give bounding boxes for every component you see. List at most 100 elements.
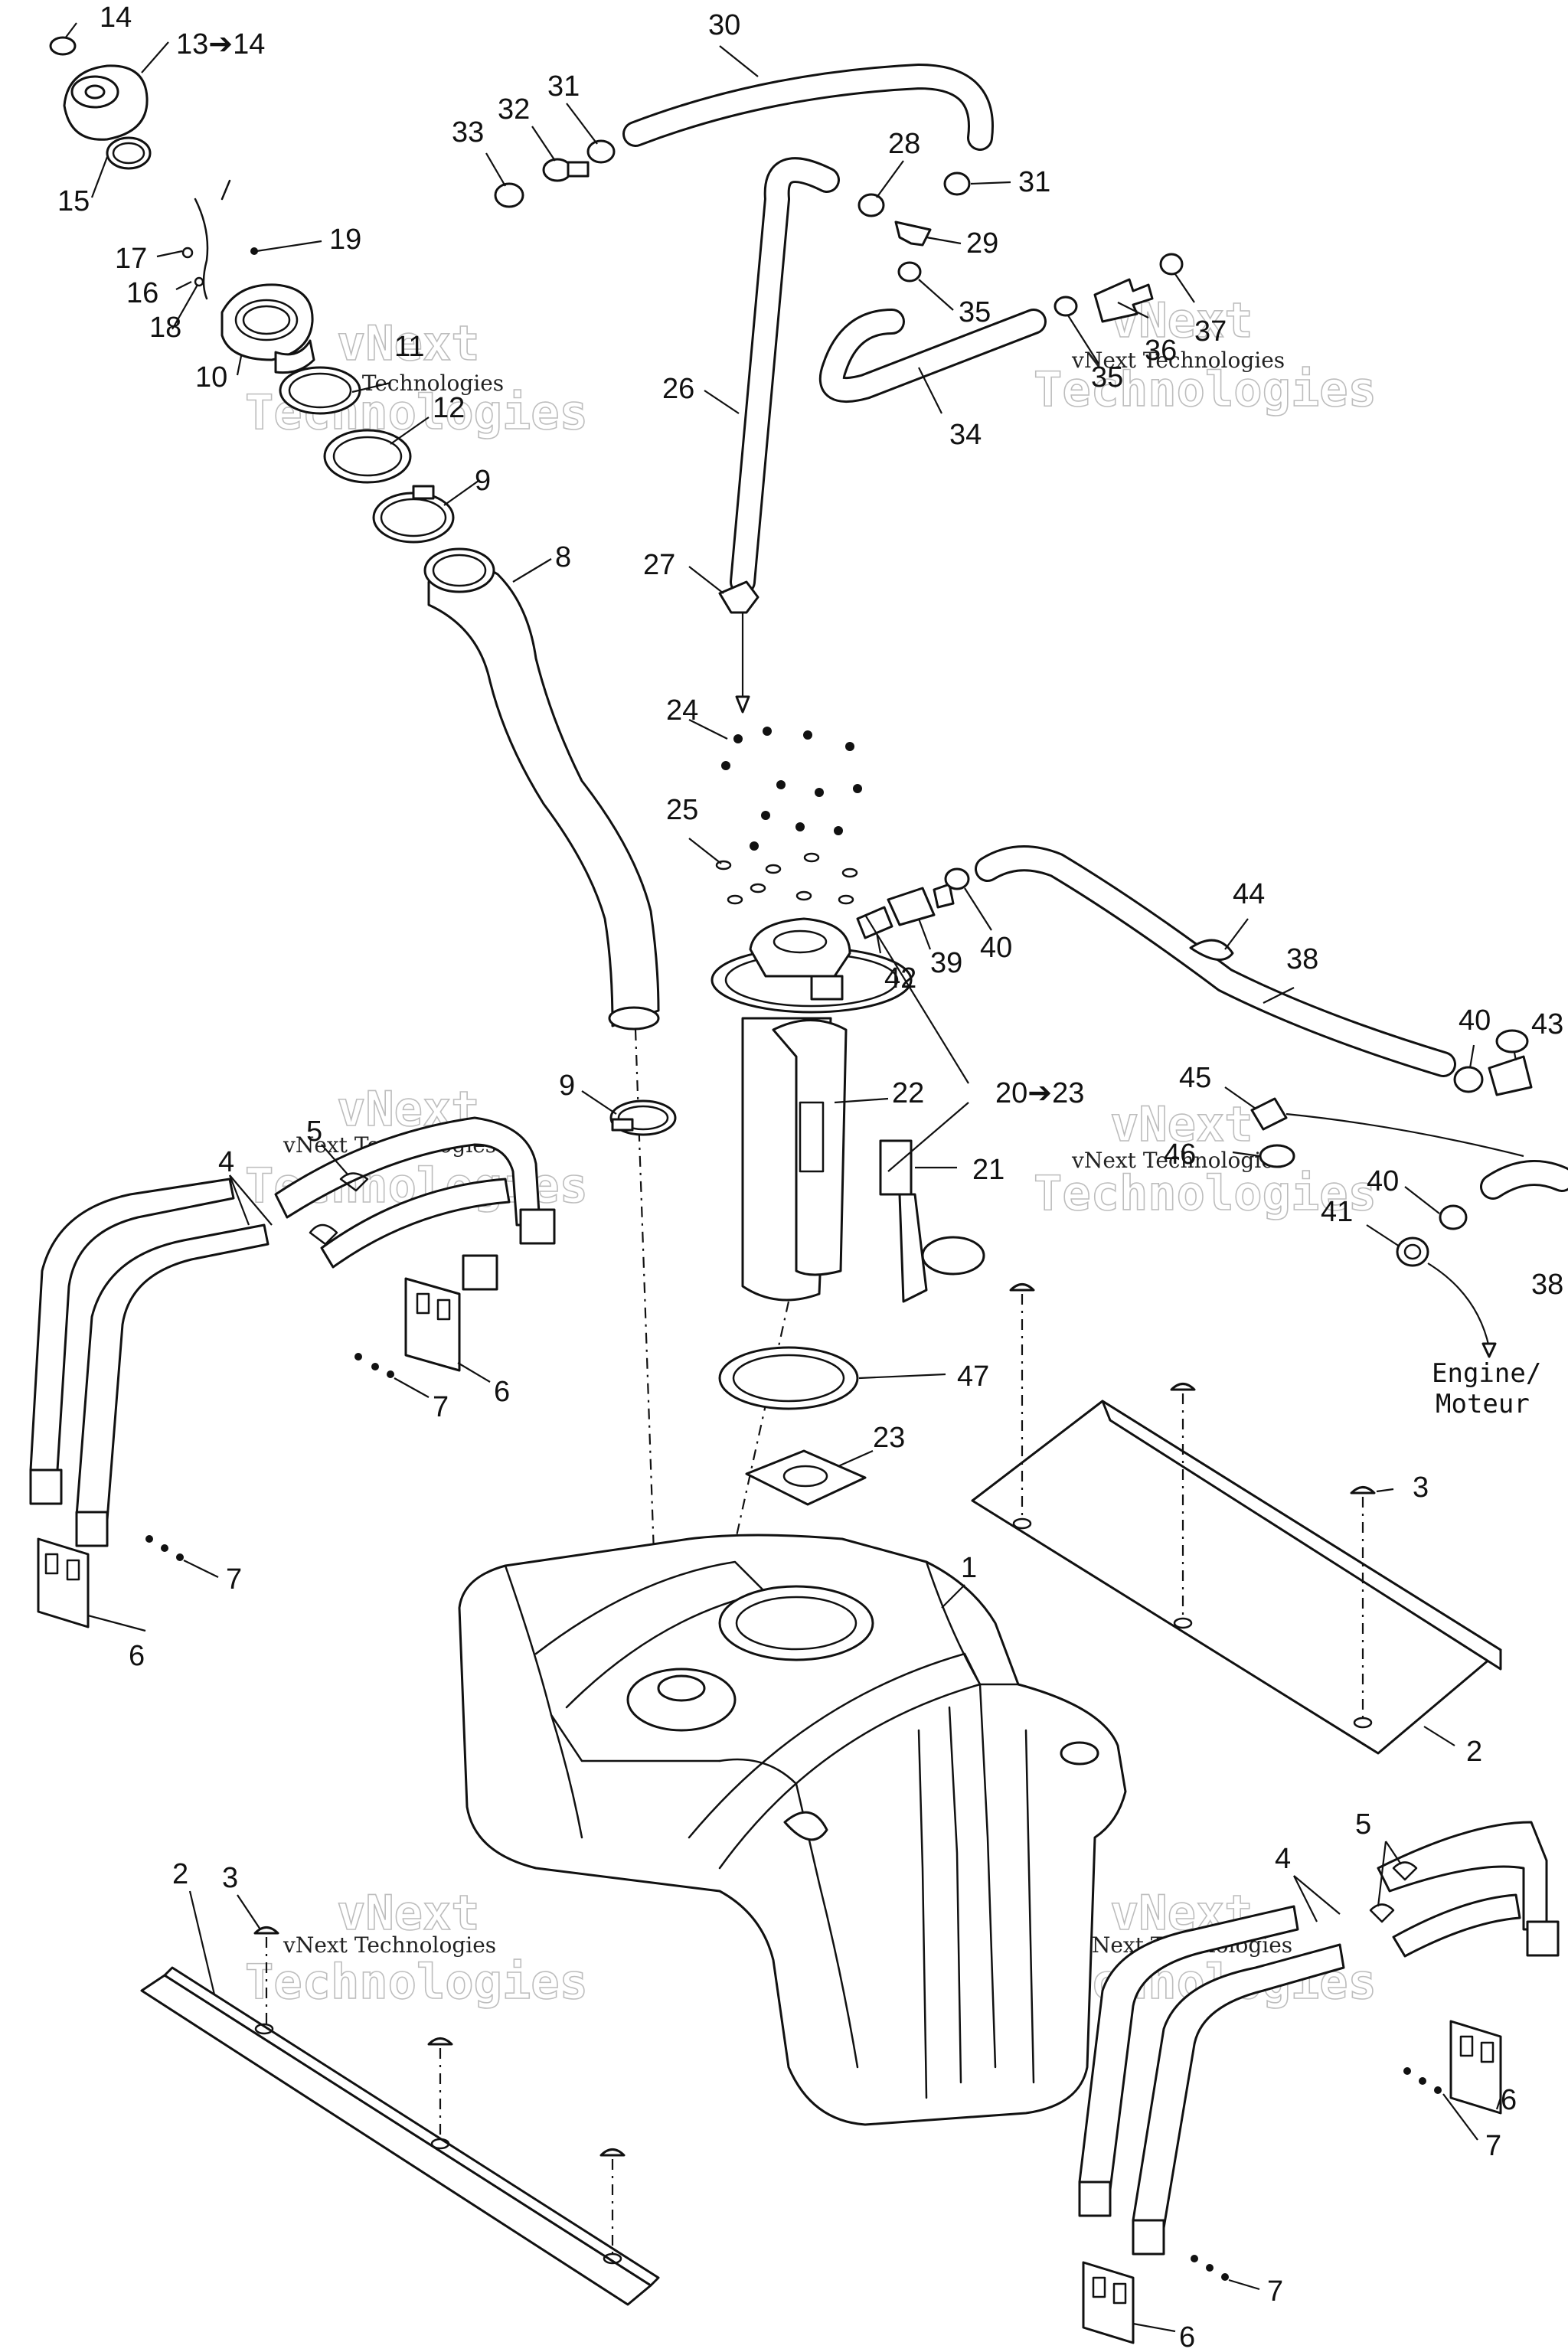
strap-end-tab: [1078, 2180, 1112, 2217]
engine-note-line2: Moteur: [1436, 1389, 1530, 1419]
callout-2-right: 2: [1466, 1736, 1482, 1768]
nut: [795, 822, 805, 831]
bracket-6-right-upper: [1449, 2020, 1502, 2115]
callout-21: 21: [972, 1154, 1004, 1186]
fuel-pump-module: [710, 727, 985, 1578]
bolt-7: [145, 1535, 153, 1543]
fitting-31-left: [586, 139, 616, 164]
engine-note-line1: Engine/: [1432, 1358, 1541, 1389]
shield-hole: [1173, 1617, 1193, 1629]
callout-34: 34: [949, 419, 982, 451]
ring-12-inner: [332, 436, 403, 477]
strap-end-tab: [1526, 1920, 1560, 1957]
leader: [918, 279, 954, 311]
leader: [1513, 1052, 1517, 1061]
push-pin-3: [1170, 1383, 1196, 1391]
nut: [721, 761, 730, 770]
leader: [864, 914, 969, 1084]
washer: [765, 864, 782, 874]
tank-pump-opening: [718, 1585, 874, 1661]
watermark-text: vNext Technologies: [1071, 348, 1285, 373]
callout-25: 25: [666, 794, 698, 826]
callout-9-top: 9: [475, 465, 491, 497]
callout-47: 47: [957, 1361, 989, 1393]
callout-7-left-upper: 7: [433, 1391, 449, 1423]
pump-seal-47-inner: [732, 1354, 845, 1403]
tank-rib-3: [917, 1729, 928, 2099]
bracket-slot: [436, 1298, 451, 1321]
hose-end-bottom: [608, 1006, 660, 1031]
callout-14: 14: [100, 2, 132, 34]
heat-shield-left: [140, 1926, 660, 2306]
callout-4-right: 4: [1275, 1843, 1291, 1875]
strap-end-tab: [1132, 2219, 1165, 2256]
callout-38-right: 38: [1531, 1269, 1563, 1301]
leader: [236, 355, 243, 376]
callout-29: 29: [966, 227, 998, 260]
callout-26: 26: [662, 373, 694, 405]
washer: [715, 860, 732, 871]
bolt-7: [387, 1370, 394, 1378]
filler-cap-assembly: [49, 36, 455, 544]
leader: [581, 1090, 617, 1115]
clamp-40-top: [944, 867, 970, 890]
leader: [175, 281, 192, 290]
tank-straps-right: [1078, 1821, 1560, 2256]
nut: [776, 780, 786, 789]
callout-15: 15: [57, 185, 90, 217]
callout-3-right: 3: [1413, 1472, 1429, 1504]
bracket-6-upper: [404, 1277, 461, 1372]
leader: [256, 240, 322, 253]
fitting-33: [494, 182, 524, 208]
leader: [1376, 1488, 1394, 1493]
leader: [1377, 1841, 1387, 1907]
leader: [390, 416, 430, 445]
watermark-5: vNext Technologies vNext Technologies: [244, 1884, 589, 2011]
hose-end-top-inner: [432, 554, 487, 587]
bracket-21-arm: [898, 1193, 928, 1303]
tank-brackets-right: [1082, 2020, 1502, 2344]
fuel-supply-line: [975, 845, 1568, 1358]
hose-body: [427, 563, 660, 1027]
tether-screw-18: [194, 276, 204, 287]
callout-45: 45: [1179, 1062, 1211, 1094]
heat-shield-2-right-edge: [1101, 1400, 1502, 1671]
leader: [183, 1560, 219, 1578]
leader: [704, 390, 740, 414]
washer: [841, 867, 858, 878]
leader: [351, 381, 391, 394]
callout-31-right: 31: [1018, 166, 1050, 198]
nut: [815, 788, 824, 797]
tank-edge-3: [718, 1758, 859, 2069]
callout-17: 17: [115, 243, 147, 275]
callout-28: 28: [888, 128, 920, 160]
push-pin-3: [1009, 1283, 1035, 1292]
leader: [917, 918, 932, 950]
nut-ring-24: [721, 727, 862, 851]
bolt-7: [176, 1553, 184, 1561]
bolt-7: [161, 1544, 168, 1552]
bracket-slot: [66, 1559, 80, 1581]
watermark-text: Technologies: [245, 1954, 588, 2010]
tether-strap: [194, 198, 209, 300]
connector-42: [856, 906, 893, 939]
cap-hole: [84, 84, 106, 100]
fitting-27: [718, 580, 760, 614]
fitting-43: [1488, 1055, 1533, 1096]
callout-36: 36: [1145, 335, 1177, 367]
tank-edge-1: [504, 1564, 721, 1762]
ring-12: [323, 429, 412, 484]
callout-38-top: 38: [1286, 943, 1318, 975]
strap-4-right-upper-b: [1392, 1893, 1521, 1958]
leader: [64, 22, 77, 39]
cap-plug-14: [49, 36, 77, 56]
leader: [1468, 1044, 1475, 1069]
callout-33: 33: [452, 116, 484, 149]
heat-shield-right: [971, 1283, 1502, 1755]
leader: [1263, 987, 1295, 1004]
tank-brackets-left: [37, 1277, 461, 1628]
strap-4-left-a: [29, 1178, 235, 1472]
leader: [229, 1174, 273, 1226]
bracket-21: [879, 1139, 913, 1196]
nut: [750, 841, 759, 851]
